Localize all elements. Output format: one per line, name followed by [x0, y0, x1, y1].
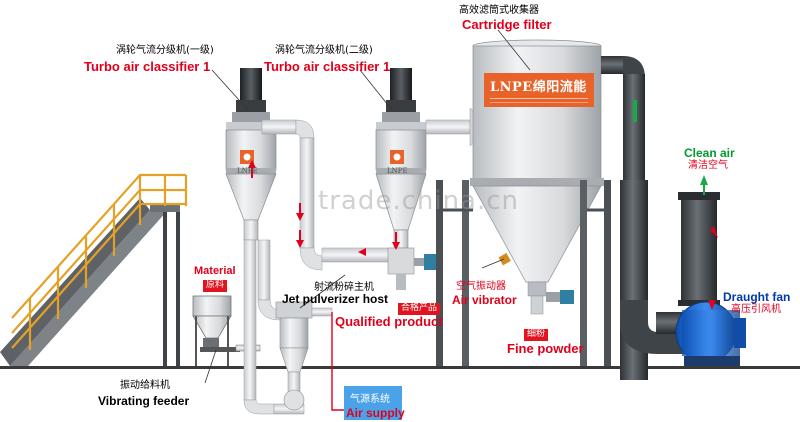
turbo-classifier-2 — [375, 68, 436, 290]
flow-arrows — [248, 160, 718, 310]
draught-fan-label-cn: 高压引风机 — [731, 304, 781, 315]
jet-pulverizer-label-cn: 射流粉碎主机 — [314, 282, 374, 293]
classifier-1-return-pipe — [243, 239, 305, 415]
fine-powder-label-en: Fine powder — [507, 341, 584, 356]
air-supply-label-cn: 气源系统 — [350, 394, 390, 405]
watermark: trade.china.cn — [318, 186, 520, 216]
floor-line — [0, 366, 800, 369]
jet-pulverizer-label-en: Jet pulverizer host — [282, 292, 389, 306]
qualified-product-label-cn: 合格产品 — [398, 303, 441, 315]
turbo-classifier-1-label-cn: 涡轮气流分级机(一级) — [116, 45, 214, 56]
jet-pulverizer — [275, 301, 333, 411]
qualified-product-label-en: Qualified product — [335, 314, 443, 329]
cartridge-filter-label-cn: 高效滤筒式收集器 — [459, 5, 539, 16]
turbo-classifier-2-label-cn: 涡轮气流分级机(二级) — [275, 45, 373, 56]
air-supply-line — [331, 312, 344, 411]
fine-powder-label-cn: 细粉 — [524, 329, 549, 341]
brand-logo-text: LNPE绵阳流能 — [490, 80, 587, 95]
exhaust-pipe — [601, 56, 720, 380]
air-vibrator-label-en: Air vibrator — [452, 293, 517, 307]
classifier-1-outlet-pipe — [261, 119, 393, 271]
vibrating-feeder-label-cn: 振动给料机 — [120, 380, 170, 391]
air-vibrator-label-cn: 空气振动器 — [456, 281, 506, 292]
classifier-2-outlet-pipe — [425, 119, 471, 135]
brand-logo-card: LNPE绵阳流能 — [484, 73, 594, 107]
classifier-1-logo: LNPE — [237, 167, 258, 175]
air-supply-label-en: Air supply — [346, 406, 405, 420]
air-supply-box: 气源系统 — [344, 386, 402, 420]
draught-fan-label-en: Draught fan — [723, 290, 791, 304]
turbo-classifier-1 — [225, 68, 277, 241]
turbo-classifier-2-label-en: Turbo air classifier 1 — [264, 59, 391, 74]
material-label-en: Material — [194, 265, 236, 277]
classifier-2-logo: LNPE — [387, 167, 408, 175]
clean-air-label-cn: 清洁空气 — [688, 160, 728, 171]
turbo-classifier-1-label-en: Turbo air classifier 1 — [84, 59, 211, 74]
vibrating-feeder-label-en: Vibrating feeder — [98, 394, 190, 408]
clean-air-label-en: Clean air — [684, 146, 735, 160]
cartridge-filter — [436, 39, 611, 366]
vibrating-feeder — [192, 295, 261, 366]
draught-fan — [675, 301, 746, 366]
staircase — [0, 173, 188, 366]
cartridge-filter-label-en: Cartridge filter — [462, 17, 552, 32]
leader-lines — [204, 29, 531, 384]
material-label-cn: 原料 — [203, 280, 228, 292]
